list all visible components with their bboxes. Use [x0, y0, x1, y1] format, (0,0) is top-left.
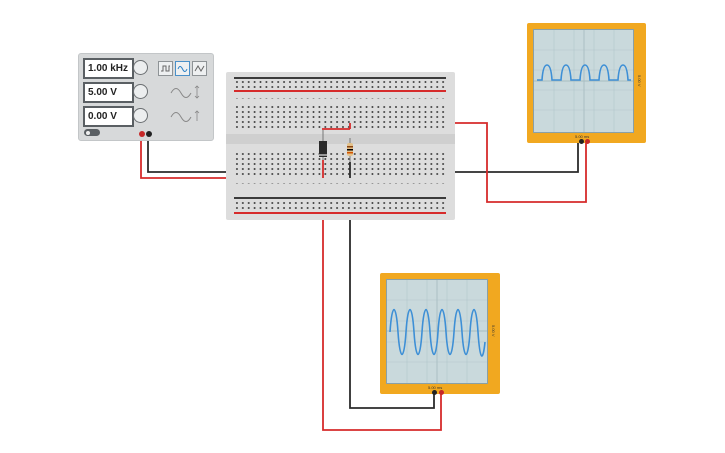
row-g — [234, 157, 446, 160]
oscilloscope-bottom-screen — [386, 279, 488, 384]
frequency-display: 1.00 kHz — [83, 58, 134, 79]
top-rail-holes-2 — [234, 85, 446, 88]
dc-offset-knob[interactable] — [133, 108, 148, 123]
column-number-row-bottom — [234, 182, 446, 184]
offset-diagram-icon — [170, 110, 200, 122]
bottom-rail-holes-2 — [234, 206, 446, 209]
bottom-rail-holes — [234, 201, 446, 204]
positive-terminal[interactable] — [139, 131, 145, 137]
breadboard[interactable] — [226, 72, 455, 220]
oscilloscope-top-screen — [533, 29, 634, 133]
function-generator[interactable]: 1.00 kHz 5.00 V 0.00 V — [78, 53, 214, 141]
oscilloscope-bottom-negative-probe[interactable] — [432, 390, 437, 395]
oscilloscope-top[interactable]: 5.00 ms 5.00 V — [527, 23, 646, 144]
top-rail-holes — [234, 80, 446, 83]
top-positive-rail-line — [234, 90, 446, 92]
row-e — [234, 125, 446, 128]
row-c — [234, 115, 446, 118]
oscilloscope-top-time-label: 5.00 ms — [575, 134, 590, 139]
oscilloscope-top-positive-probe[interactable] — [585, 139, 590, 144]
diode[interactable] — [319, 130, 327, 160]
oscilloscope-bottom-time-label: 5.00 ms — [428, 385, 443, 390]
triangle-wave-icon[interactable] — [192, 61, 207, 76]
oscilloscope-top-volt-label: 5.00 V — [637, 75, 642, 87]
bottom-negative-rail-line — [234, 197, 446, 199]
oscilloscope-top-negative-probe[interactable] — [579, 139, 584, 144]
bottom-positive-rail-line — [234, 212, 446, 214]
row-a — [234, 105, 446, 108]
amplitude-diagram-icon — [170, 85, 200, 99]
negative-terminal[interactable] — [146, 131, 152, 137]
wire-bottom-scope-red[interactable] — [322, 178, 442, 431]
amplitude-knob[interactable] — [133, 84, 148, 99]
frequency-knob[interactable] — [133, 60, 148, 75]
top-negative-rail-line — [234, 77, 446, 79]
oscilloscope-bottom-volt-label: 5.00 V — [491, 325, 496, 337]
row-d — [234, 120, 446, 123]
row-f — [234, 152, 446, 155]
row-j — [234, 172, 446, 175]
row-i — [234, 167, 446, 170]
breadboard-center-channel — [226, 134, 455, 144]
oscilloscope-bottom-positive-probe[interactable] — [439, 390, 444, 395]
column-number-row — [234, 97, 446, 99]
wire-bottom-scope-black[interactable] — [349, 178, 435, 409]
oscilloscope-bottom[interactable]: 5.00 ms 5.00 V — [380, 273, 500, 395]
row-b — [234, 110, 446, 113]
oscilloscope-bottom-trace — [387, 280, 487, 383]
resistor[interactable] — [347, 138, 353, 162]
sine-wave-icon[interactable] — [175, 61, 190, 76]
oscilloscope-top-trace — [534, 30, 633, 132]
power-toggle[interactable] — [84, 129, 100, 136]
square-wave-icon[interactable] — [158, 61, 173, 76]
row-h — [234, 162, 446, 165]
